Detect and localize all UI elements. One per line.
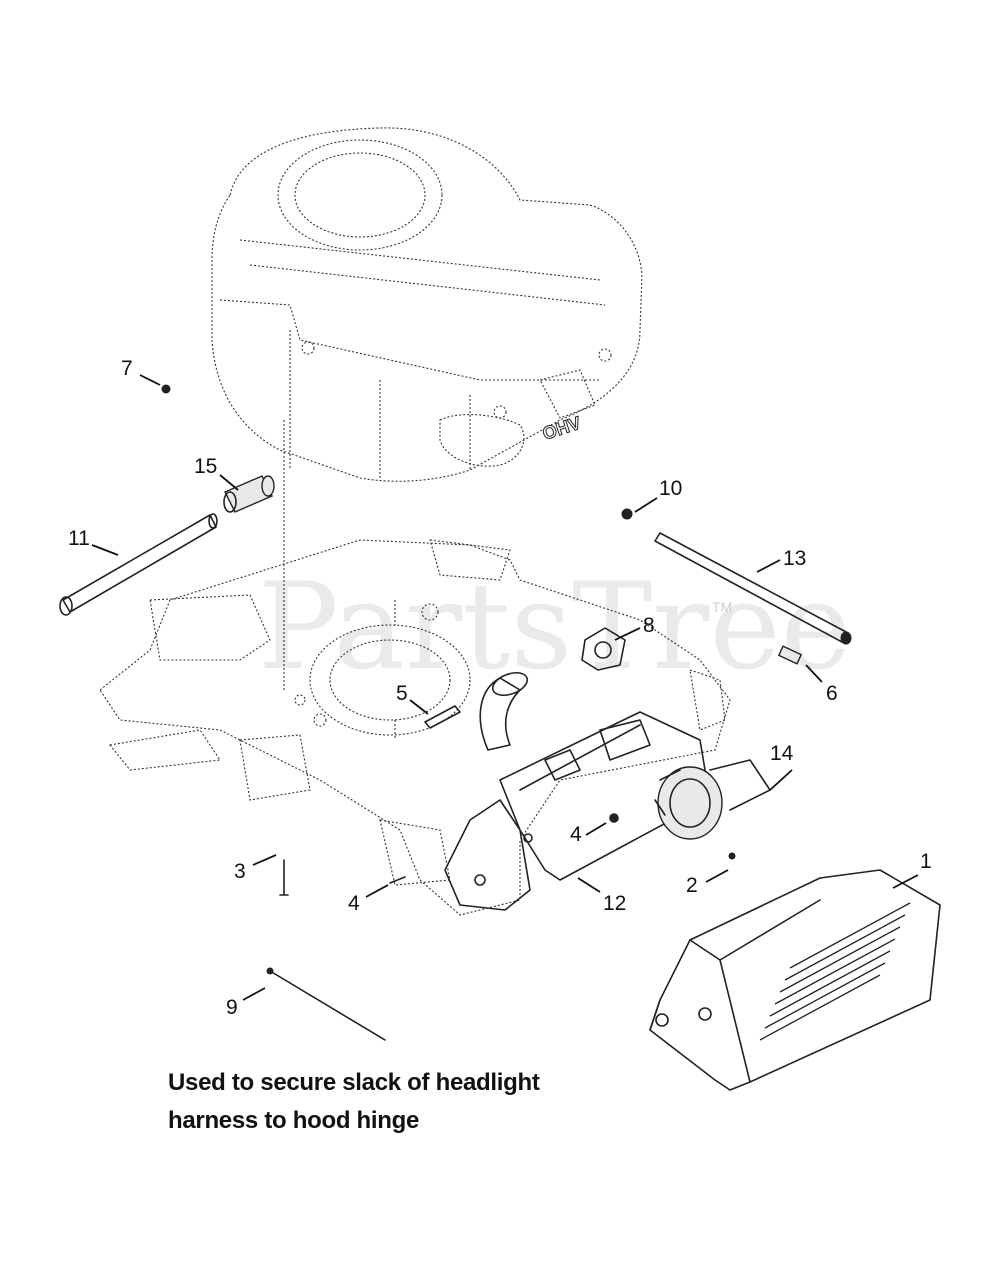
cable-tie-9 xyxy=(269,970,386,1041)
callout-4a: 4 xyxy=(348,892,360,915)
heat-shield xyxy=(649,869,941,1091)
callout-3: 3 xyxy=(234,860,246,883)
callout-14: 14 xyxy=(770,742,794,765)
watermark-text: PartsTree xyxy=(258,558,852,697)
callout-15: 15 xyxy=(194,455,217,478)
callout-8: 8 xyxy=(643,614,655,637)
screw-2 xyxy=(728,852,736,860)
bolt-3 xyxy=(279,859,289,896)
frame xyxy=(99,539,731,916)
callout-13: 13 xyxy=(783,547,806,570)
cable-tie-note: Used to secure slack of headlight harnes… xyxy=(168,1064,540,1140)
nut-7 xyxy=(161,384,171,394)
tube-11 xyxy=(59,513,218,616)
hardware xyxy=(161,384,803,1041)
engine: OHV xyxy=(211,127,643,690)
callout-7: 7 xyxy=(121,357,133,380)
callout-6: 6 xyxy=(826,682,838,705)
muffler-bracket xyxy=(444,799,531,911)
callout-4b: 4 xyxy=(570,823,582,846)
bolt-5 xyxy=(424,705,461,729)
note-line-2: harness to hood hinge xyxy=(168,1107,420,1134)
callout-9: 9 xyxy=(226,996,238,1019)
nut-10 xyxy=(621,508,633,520)
stud-6 xyxy=(777,645,803,665)
ohv-logo: OHV xyxy=(540,413,583,444)
bolt-4a xyxy=(389,876,406,884)
spark-arrestor xyxy=(654,759,771,840)
leader-lines xyxy=(91,374,919,1001)
fitting-15 xyxy=(223,475,275,513)
callout-5: 5 xyxy=(396,682,408,705)
watermark-tm: TM xyxy=(712,599,732,615)
shield-vents xyxy=(759,902,911,1041)
callout-11: 11 xyxy=(68,527,90,550)
callout-2: 2 xyxy=(686,874,698,897)
rod-13 xyxy=(654,532,852,645)
callout-1: 1 xyxy=(920,850,932,873)
callout-10: 10 xyxy=(659,477,682,500)
gasket-8 xyxy=(581,627,626,671)
callout-12: 12 xyxy=(603,892,626,915)
exhaust-pipe xyxy=(479,671,529,751)
bolt-4b xyxy=(610,814,618,822)
callouts: 1 2 3 4 4 5 6 7 8 9 10 11 12 13 14 15 xyxy=(68,357,932,1019)
note-line-1: Used to secure slack of headlight xyxy=(168,1069,540,1096)
